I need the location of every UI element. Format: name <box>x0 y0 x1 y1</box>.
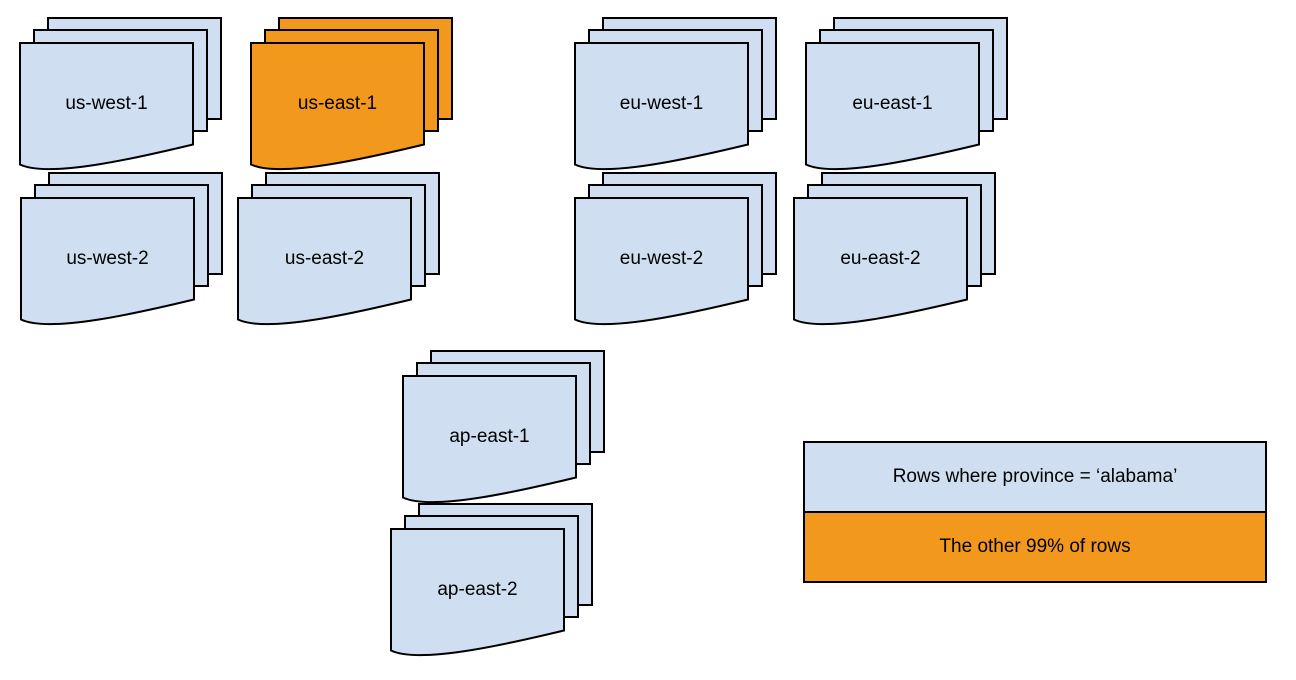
legend-item-alabama-rows: Rows where province = ‘alabama’ <box>805 443 1265 513</box>
stacked-documents-icon <box>19 17 222 171</box>
document-stack-us-west-2: us-west-2 <box>20 172 224 326</box>
document-stack-us-east-2: us-east-2 <box>237 172 441 326</box>
document-stack-us-west-1: us-west-1 <box>19 17 223 171</box>
stacked-documents-icon <box>793 172 996 326</box>
legend-item-other-rows: The other 99% of rows <box>805 513 1265 581</box>
stacked-documents-icon <box>250 17 453 171</box>
stacked-documents-icon <box>20 172 223 326</box>
document-stack-ap-east-1: ap-east-1 <box>402 350 606 504</box>
document-stack-eu-east-2: eu-east-2 <box>793 172 997 326</box>
stacked-documents-icon <box>237 172 440 326</box>
legend-item-label: Rows where province = ‘alabama’ <box>892 466 1178 487</box>
document-stack-eu-east-1: eu-east-1 <box>805 17 1009 171</box>
legend-item-label: The other 99% of rows <box>939 536 1131 557</box>
legend: Rows where province = ‘alabama’ The othe… <box>803 441 1267 583</box>
document-stack-us-east-1: us-east-1 <box>250 17 454 171</box>
stacked-documents-icon <box>390 503 593 657</box>
document-stack-ap-east-2: ap-east-2 <box>390 503 594 657</box>
document-stack-eu-west-1: eu-west-1 <box>574 17 778 171</box>
stacked-documents-icon <box>402 350 605 504</box>
stacked-documents-icon <box>805 17 1008 171</box>
document-stack-eu-west-2: eu-west-2 <box>574 172 778 326</box>
stacked-documents-icon <box>574 172 777 326</box>
stacked-documents-icon <box>574 17 777 171</box>
